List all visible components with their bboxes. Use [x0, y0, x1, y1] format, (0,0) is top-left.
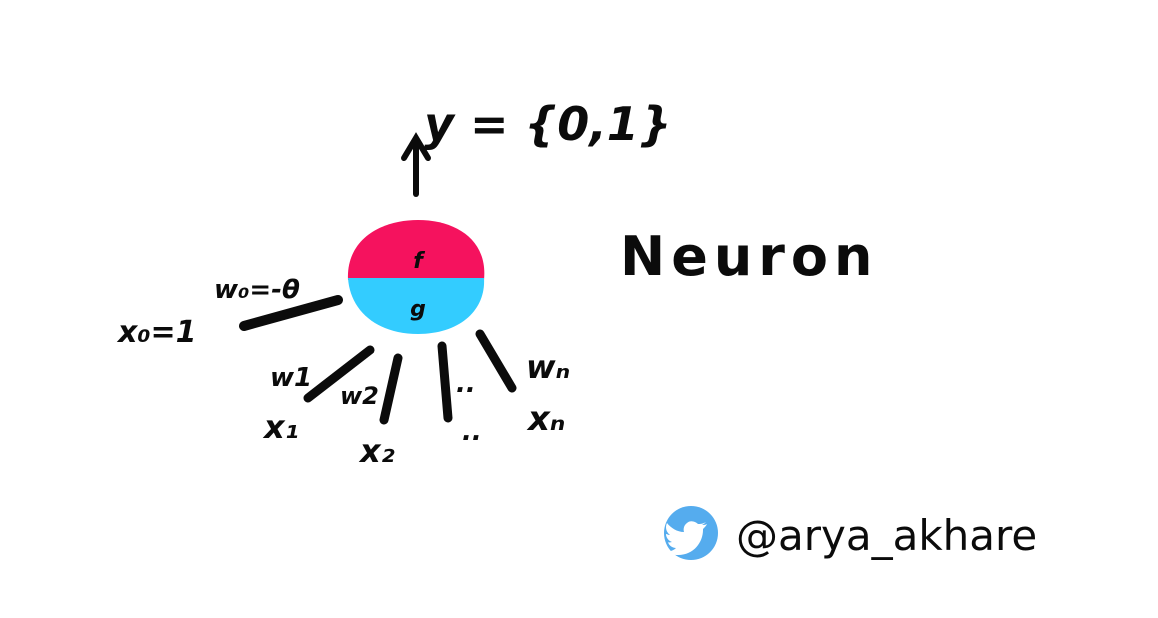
weight-2-label: w2	[340, 382, 379, 410]
input-n-label: xₙ	[526, 399, 565, 439]
bias-edge	[239, 295, 343, 331]
edge-2	[379, 353, 403, 425]
input-1-label: x₁	[262, 408, 299, 446]
edge-n	[475, 329, 517, 393]
bias-input-label: x₀=1	[116, 315, 197, 350]
output-arrow	[401, 132, 431, 197]
weight-1-label: w1	[270, 363, 312, 393]
bottom-half-label: g	[410, 297, 426, 322]
input-2-label: x₂	[358, 432, 395, 470]
neuron-title: Neuron	[620, 225, 878, 288]
neuron-bottom-half	[348, 278, 485, 334]
twitter-bird-icon	[664, 506, 718, 560]
edge-3	[437, 341, 453, 423]
ellipsis-lower: ..	[462, 417, 482, 447]
twitter-handle: @arya_akhare	[736, 511, 1037, 560]
weight-n-label: wₙ	[526, 348, 570, 386]
output-label: y = {0,1}	[424, 97, 672, 151]
neuron-top-half	[347, 220, 485, 280]
edge-1	[303, 345, 375, 403]
neuron-node: f g	[347, 220, 485, 334]
bias-weight-label: w₀=-θ	[214, 275, 300, 305]
ellipsis-upper: ..	[456, 369, 476, 399]
top-half-label: f	[413, 249, 425, 274]
